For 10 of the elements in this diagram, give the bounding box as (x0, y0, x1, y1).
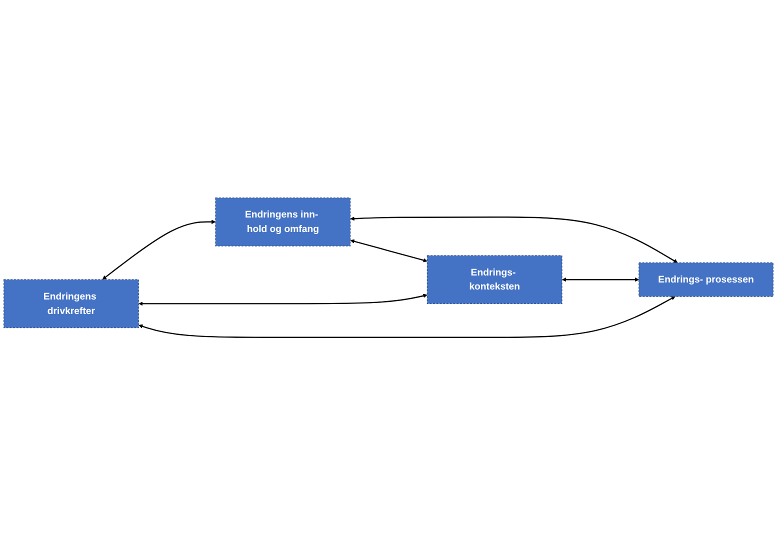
arrow (562, 277, 640, 282)
arrow (102, 220, 216, 280)
node-box: Endringens drivkrefter (4, 279, 139, 328)
arrow (138, 296, 676, 338)
node-box: Endrings- konteksten (426, 255, 562, 304)
arrow (350, 216, 678, 263)
node-box: Endringens inn- hold og omfang (215, 197, 351, 246)
arrow (350, 239, 428, 262)
node-box: Endrings- prosessen (638, 262, 774, 297)
arrow (138, 294, 428, 306)
